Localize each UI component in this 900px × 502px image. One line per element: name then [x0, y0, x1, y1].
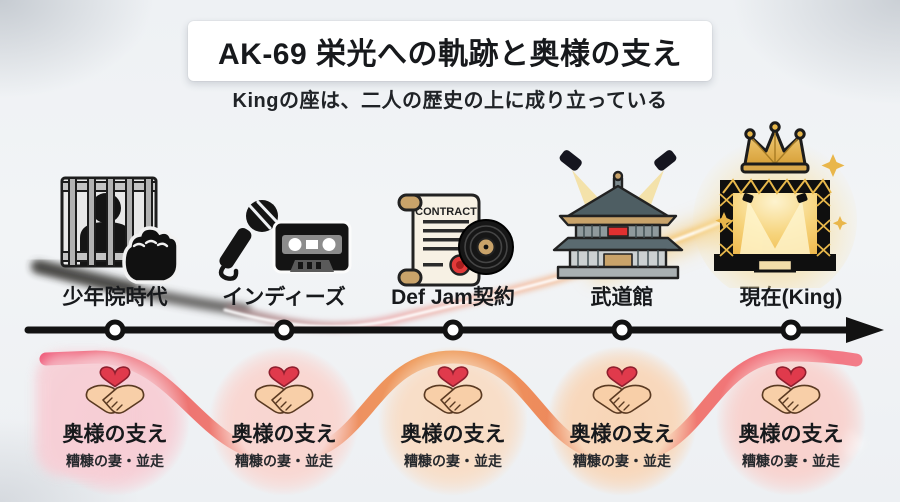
timeline-node	[611, 319, 633, 341]
support-item: 奥様の支え 糟糠の妻・並走	[40, 346, 190, 496]
handshake-heart-icon	[85, 366, 145, 414]
support-subtitle: 糟糠の妻・並走	[66, 453, 164, 469]
stage-crown-icon	[693, 121, 857, 288]
budokan-arena-icon	[552, 150, 684, 280]
title-card: AK-69 栄光への軌跡と奥様の支え	[187, 21, 713, 81]
support-title: 奥様の支え	[62, 423, 168, 446]
contract-text: CONTRACT	[415, 206, 477, 218]
handshake-heart-icon	[761, 366, 821, 414]
jail-fist-icon	[60, 176, 180, 284]
support-item: 奥様の支え 糟糠の妻・並走	[547, 346, 697, 496]
support-title: 奥様の支え	[400, 423, 506, 446]
handshake-heart-icon	[254, 366, 314, 414]
handshake-heart-icon	[423, 366, 483, 414]
handshake-heart-icon	[592, 366, 652, 414]
sparkle-icon	[715, 154, 848, 231]
support-subtitle: 糟糠の妻・並走	[404, 453, 502, 469]
support-item: 奥様の支え 糟糠の妻・並走	[378, 346, 528, 496]
page-subtitle: Kingの座は、二人の歴史の上に成り立っている	[232, 90, 668, 112]
milestone-label-budokan: 武道館	[590, 286, 654, 309]
page-title: AK-69 栄光への軌跡と奥様の支え	[217, 38, 683, 71]
support-item: 奥様の支え 糟糠の妻・並走	[716, 346, 866, 496]
support-title: 奥様の支え	[738, 423, 844, 446]
microphone-cassette-icon	[218, 200, 352, 281]
support-subtitle: 糟糠の妻・並走	[573, 453, 671, 469]
milestone-label-juvenile: 少年院時代	[62, 286, 168, 309]
support-subtitle: 糟糠の妻・並走	[235, 453, 333, 469]
milestone-label-defjam: Def Jam契約	[391, 286, 515, 309]
timeline-node	[273, 319, 295, 341]
milestone-label-king: 現在(King)	[739, 286, 843, 309]
timeline-node	[442, 319, 464, 341]
milestone-label-indies: インディーズ	[222, 286, 346, 309]
support-item: 奥様の支え 糟糠の妻・並走	[209, 346, 359, 496]
support-title: 奥様の支え	[231, 423, 337, 446]
contract-vinyl-icon: CONTRACT	[397, 193, 514, 287]
support-title: 奥様の支え	[569, 423, 675, 446]
timeline-node	[104, 319, 126, 341]
timeline-arrow	[24, 317, 884, 343]
timeline-node	[780, 319, 802, 341]
support-subtitle: 糟糠の妻・並走	[742, 453, 840, 469]
